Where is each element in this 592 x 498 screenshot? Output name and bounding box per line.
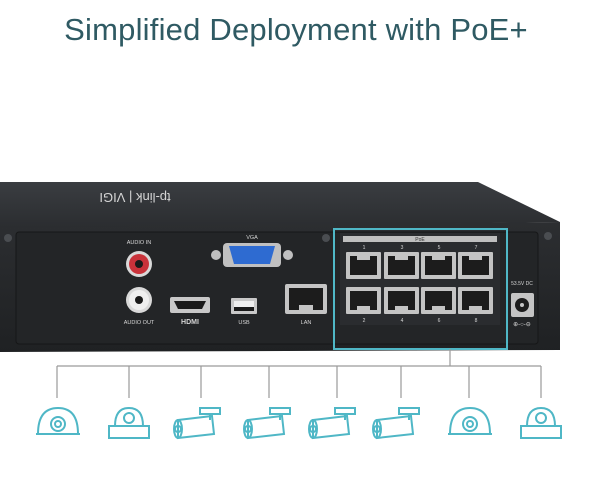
hdmi-port <box>170 297 210 313</box>
camera-8-turret-icon <box>520 406 562 439</box>
device-top <box>0 182 560 230</box>
poe-port-number-1: 1 <box>363 245 366 251</box>
poe-port-number-5: 5 <box>438 245 441 251</box>
poe-highlight-box <box>333 228 508 350</box>
poe-port-number-8: 8 <box>475 318 478 324</box>
lan-label: LAN <box>301 320 312 326</box>
audio-in-port <box>126 251 152 277</box>
camera-1-dome-icon <box>36 406 80 435</box>
vga-label: VGA <box>246 235 258 241</box>
poe-port-8 <box>458 287 493 314</box>
poe-port-5 <box>421 252 456 279</box>
poe-header-bar <box>343 236 497 242</box>
vga-port <box>211 243 293 267</box>
poe-port-2 <box>346 287 381 314</box>
poe-port-number-6: 6 <box>438 318 441 324</box>
hdmi-label: HDMI <box>181 319 199 326</box>
audio-in-label: AUDIO IN <box>127 240 151 246</box>
poe-port-number-7: 7 <box>475 245 478 251</box>
power-port <box>511 293 534 317</box>
poe-port-number-4: 4 <box>401 318 404 324</box>
camera-3-bullet-icon <box>173 407 221 440</box>
poe-port-number-2: 2 <box>363 318 366 324</box>
camera-4-bullet-icon <box>243 407 291 440</box>
brand-logo: tp-link | VIGI <box>99 190 170 205</box>
lan-port <box>285 284 327 314</box>
audio-out-port <box>126 287 152 313</box>
camera-7-dome-icon <box>448 406 492 435</box>
camera-5-bullet-icon <box>308 407 356 440</box>
camera-6-bullet-icon <box>372 407 420 440</box>
camera-2-turret-icon <box>108 406 150 439</box>
screw-right <box>544 232 552 240</box>
poe-port-7 <box>458 252 493 279</box>
poe-port-3 <box>384 252 419 279</box>
headline: Simplified Deployment with PoE+ <box>64 12 528 47</box>
power-label: 53.5V DC <box>511 281 533 287</box>
poe-port-6 <box>421 287 456 314</box>
poe-port-1 <box>346 252 381 279</box>
audio-out-label: AUDIO OUT <box>124 320 155 326</box>
poe-port-number-3: 3 <box>401 245 404 251</box>
usb-port <box>231 298 257 314</box>
poe-label: PoE <box>415 237 425 243</box>
usb-label: USB <box>238 320 250 326</box>
screw-mid <box>322 234 330 242</box>
poe-port-4 <box>384 287 419 314</box>
screw-left <box>4 234 12 242</box>
power-polarity-icon: ⊕-○-⊖ <box>513 322 531 328</box>
connection-lines <box>56 349 542 398</box>
